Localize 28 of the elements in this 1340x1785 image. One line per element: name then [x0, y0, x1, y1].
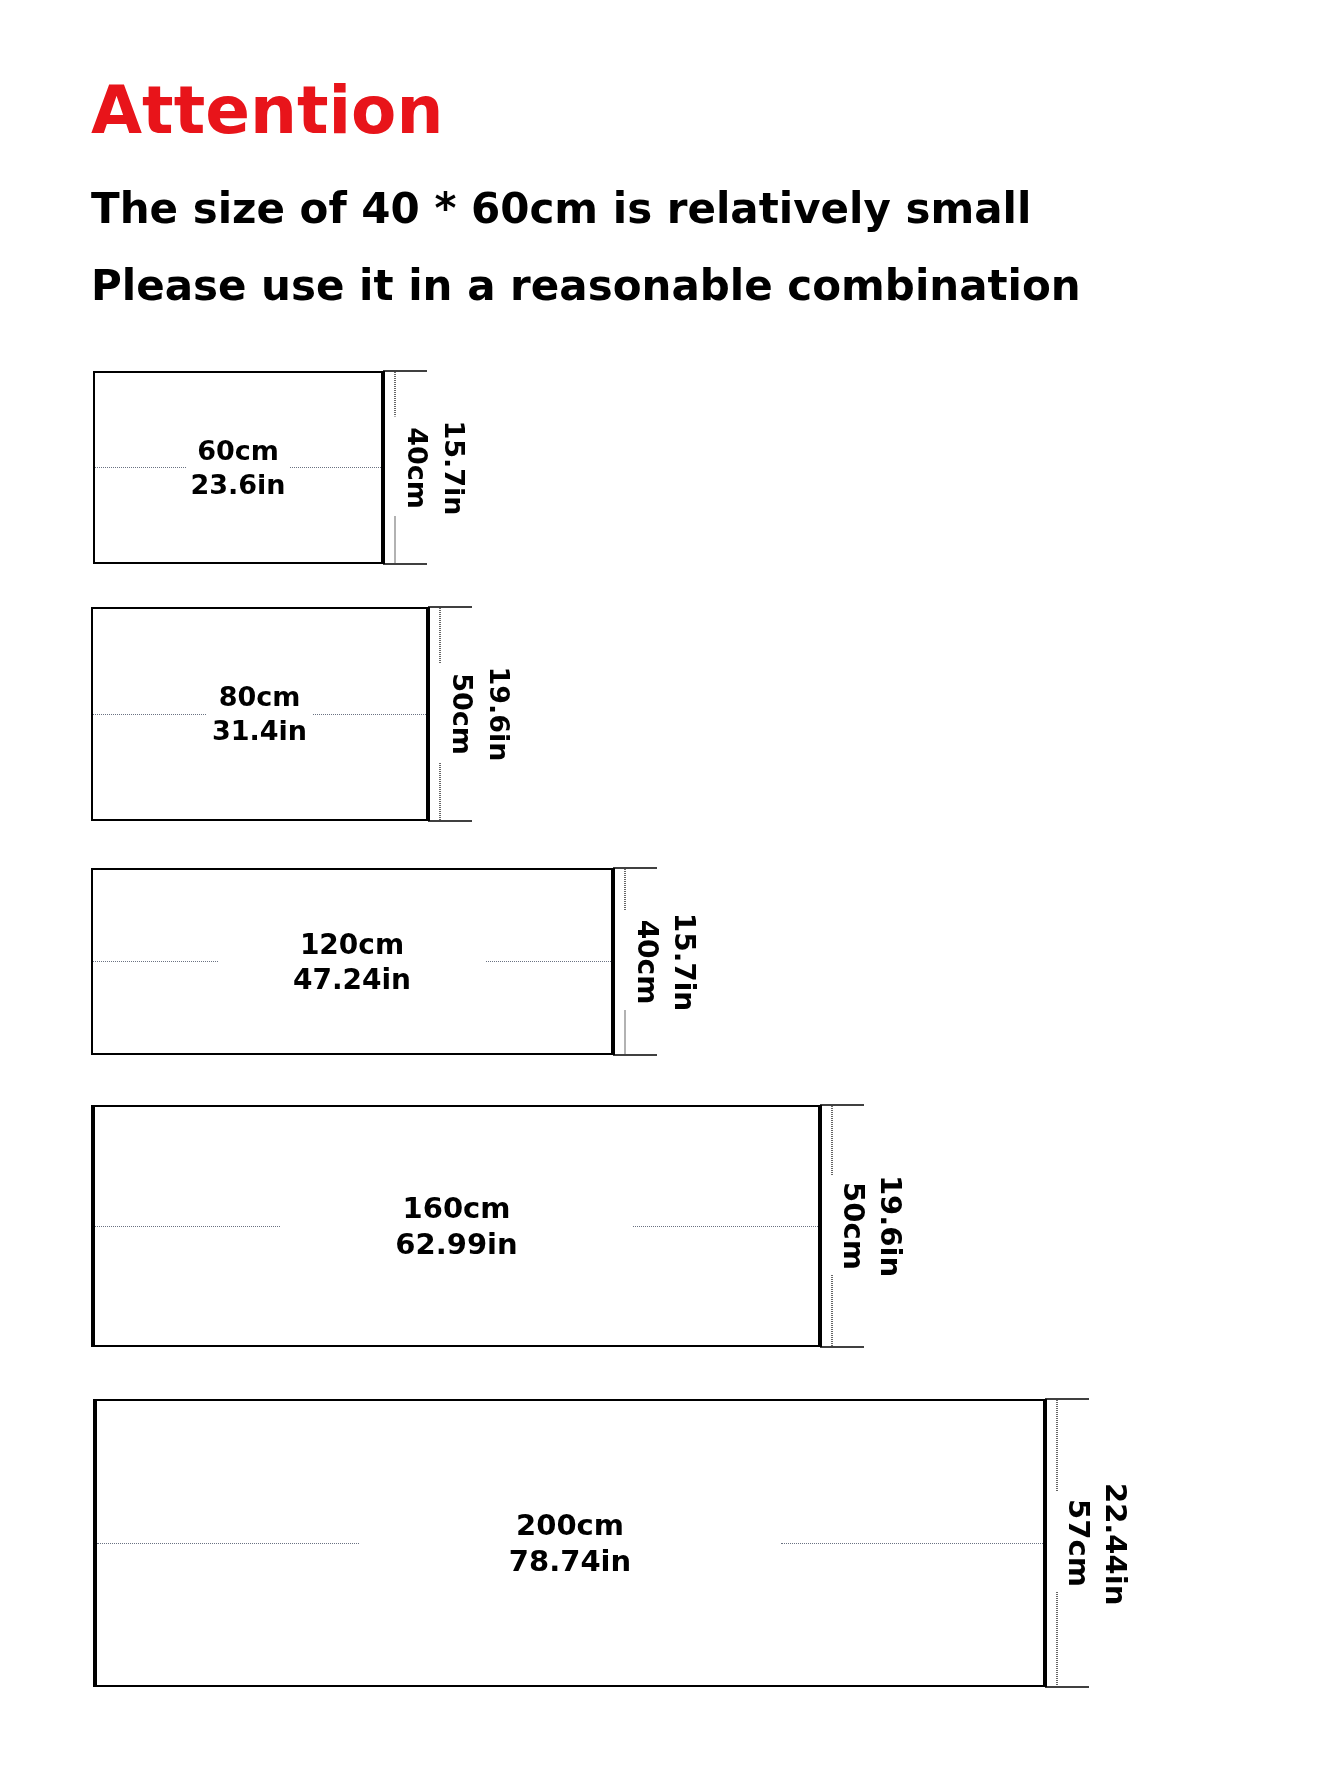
dimension-label: 22.44in — [1101, 1483, 1131, 1603]
dimension-label: 78.74in — [508, 1543, 632, 1580]
dimension-label: 23.6in — [190, 467, 286, 502]
title: Attention — [91, 78, 444, 144]
dimension-label: 40cm — [402, 425, 432, 511]
dimension-label: 15.7in — [669, 911, 699, 1013]
dimension-label: 47.24in — [292, 961, 412, 997]
dimension-label: 50cm — [447, 672, 477, 757]
note-text: The size of 40 * 60cm is relatively small — [91, 188, 1032, 230]
dimension-label: 15.7in — [439, 418, 469, 518]
size-rectangle — [91, 1105, 822, 1347]
dimension-label: 19.6in — [484, 665, 514, 764]
dimension-label: 80cm — [218, 680, 301, 714]
size-rectangle — [93, 1399, 1047, 1687]
size-rectangle — [91, 607, 430, 821]
dimension-label: 19.6in — [876, 1173, 906, 1280]
dimension-label: 40cm — [632, 918, 662, 1006]
dimension-label: 62.99in — [395, 1226, 518, 1263]
dimension-label: 31.4in — [211, 714, 308, 748]
dimension-label: 50cm — [839, 1181, 869, 1272]
size-rectangle — [91, 868, 615, 1055]
size-rectangle — [93, 371, 385, 564]
dimension-label: 120cm — [299, 926, 405, 962]
dimension-label: 160cm — [402, 1189, 511, 1226]
dimension-label: 57cm — [1064, 1498, 1094, 1589]
note-text: Please use it in a reasonable combination — [91, 265, 1081, 307]
dimension-label: 200cm — [516, 1506, 624, 1543]
dimension-label: 60cm — [197, 433, 279, 468]
